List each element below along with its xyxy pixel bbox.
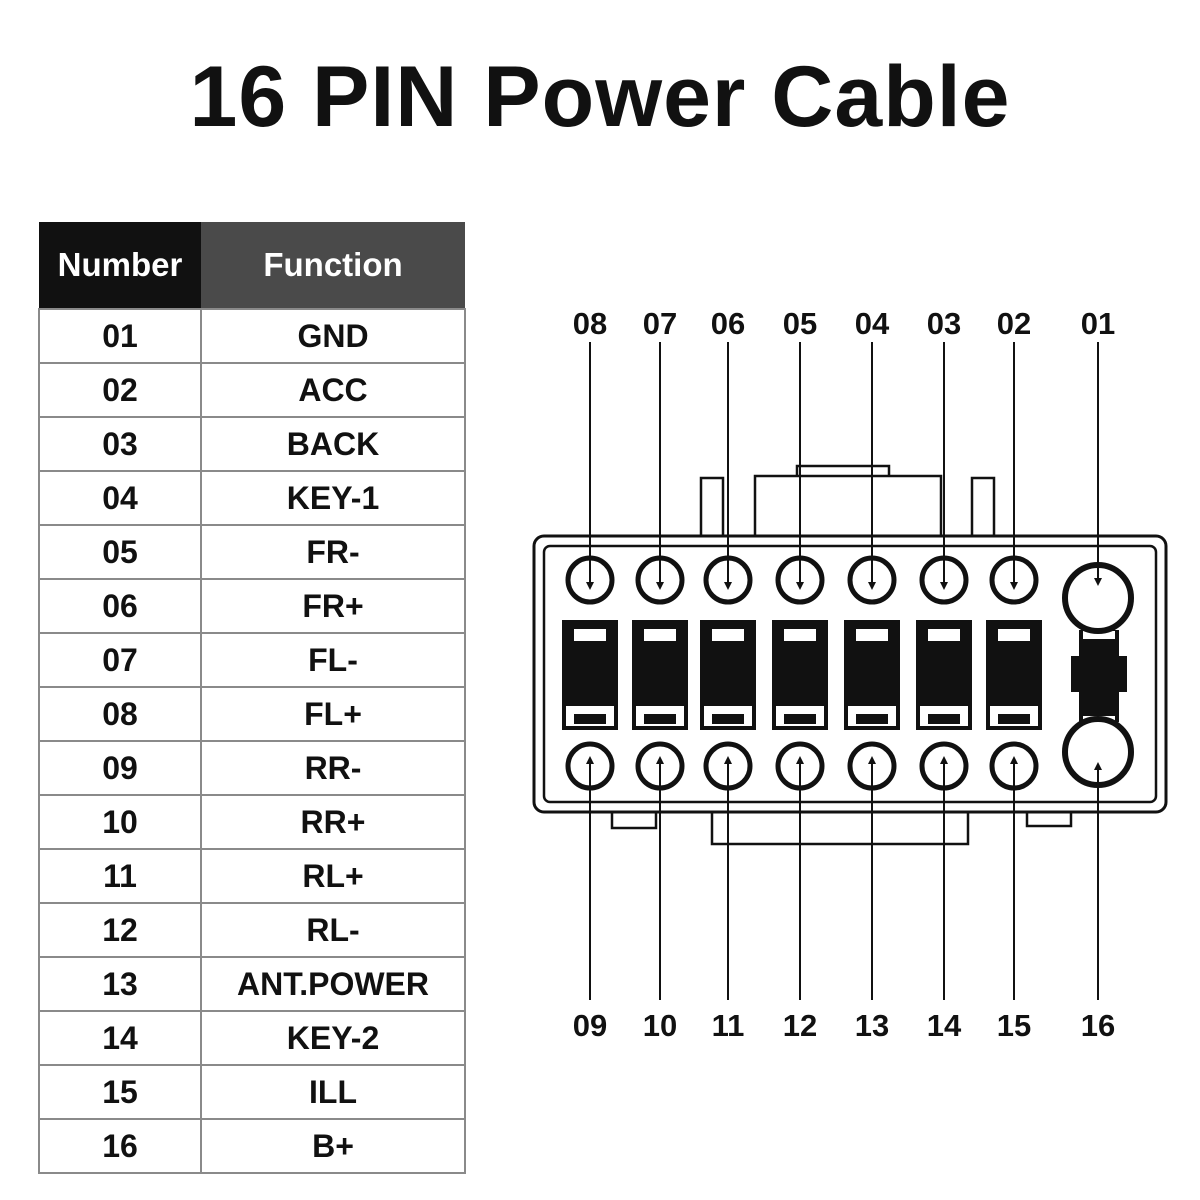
pin-number-cell: 11: [38, 848, 202, 904]
pin-function-cell: FR-: [200, 524, 466, 580]
pin-function-cell: FL-: [200, 632, 466, 688]
pin-number-cell: 09: [38, 740, 202, 796]
pin-function-cell: FR+: [200, 578, 466, 634]
large-pin-bar-slot-top: [1083, 631, 1115, 639]
terminal-contact: [574, 714, 606, 724]
pin-label-bottom: 10: [643, 1008, 677, 1043]
page-title: 16 PIN Power Cable: [189, 49, 1011, 145]
bottom-left-tab: [610, 810, 658, 830]
pin-label-top: 07: [643, 306, 677, 341]
pin-function-cell: ACC: [200, 362, 466, 418]
pin-label-top: 05: [783, 306, 817, 341]
terminal-window-top: [784, 629, 816, 641]
top-block: [753, 474, 943, 538]
pin-number-cell: 05: [38, 524, 202, 580]
pin-label-bottom: 14: [927, 1008, 962, 1043]
pin-function-cell: ANT.POWER: [200, 956, 466, 1012]
pin-function-cell: RL-: [200, 902, 466, 958]
pin-number-cell: 01: [38, 308, 202, 364]
top-left-tab: [699, 476, 725, 538]
pin-label-bottom: 13: [855, 1008, 889, 1043]
terminal-window-top: [712, 629, 744, 641]
terminal-contact: [856, 714, 888, 724]
terminal-contact: [644, 714, 676, 724]
connector-housing-inner: [542, 544, 1158, 804]
terminal-contact: [784, 714, 816, 724]
pin-function-cell: KEY-1: [200, 470, 466, 526]
terminal-contact: [998, 714, 1030, 724]
terminal-contact: [928, 714, 960, 724]
pin-label-bottom: 16: [1081, 1008, 1115, 1043]
pin-label-top: 08: [573, 306, 607, 341]
label-layer: 08 07 06 05 04 03 02 01 09 10 11 12 13 14 15 16: [573, 306, 1115, 1043]
pin-number-cell: 13: [38, 956, 202, 1012]
bottom-right-tab: [1025, 810, 1073, 828]
pin-label-bottom: 09: [573, 1008, 607, 1043]
pin-function-cell: RR+: [200, 794, 466, 850]
pin-number-cell: 07: [38, 632, 202, 688]
table-header-row: Number Function: [39, 222, 465, 309]
pin-label-bottom: 12: [783, 1008, 817, 1043]
pin-number-cell: 16: [38, 1118, 202, 1174]
pin-label-top: 04: [855, 306, 890, 341]
pin-label-top: 03: [927, 306, 961, 341]
pin-number-cell: 08: [38, 686, 202, 742]
pin-function-cell: RR-: [200, 740, 466, 796]
pin-function-cell: GND: [200, 308, 466, 364]
pin-number-cell: 04: [38, 470, 202, 526]
pin-function-cell: RL+: [200, 848, 466, 904]
pin-number-cell: 06: [38, 578, 202, 634]
bottom-block: [710, 808, 970, 846]
pin-label-top: 01: [1081, 306, 1115, 341]
terminal-window-top: [998, 629, 1030, 641]
pin-number-cell: 14: [38, 1010, 202, 1066]
large-pin-bar: [1079, 630, 1119, 722]
terminal-window-top: [856, 629, 888, 641]
terminal-contact: [712, 714, 744, 724]
pin-label-top: 06: [711, 306, 745, 341]
pin-number-cell: 12: [38, 902, 202, 958]
pin-function-cell: BACK: [200, 416, 466, 472]
pin-label-bottom: 11: [712, 1008, 745, 1043]
pin-number-cell: 10: [38, 794, 202, 850]
pin-label-bottom: 15: [997, 1008, 1031, 1043]
pin-function-cell: B+: [200, 1118, 466, 1174]
pin-number-cell: 15: [38, 1064, 202, 1120]
header-number: Number: [39, 222, 201, 309]
pin-function-cell: FL+: [200, 686, 466, 742]
pin-function-cell: ILL: [200, 1064, 466, 1120]
pin-label-top: 02: [997, 306, 1031, 341]
terminal-window-top: [644, 629, 676, 641]
pin-number-cell: 03: [38, 416, 202, 472]
pin-number-cell: 02: [38, 362, 202, 418]
top-right-tab: [970, 476, 996, 538]
terminal-window-top: [928, 629, 960, 641]
terminal-window-top: [574, 629, 606, 641]
pin-function-cell: KEY-2: [200, 1010, 466, 1066]
header-function: Function: [201, 222, 465, 309]
